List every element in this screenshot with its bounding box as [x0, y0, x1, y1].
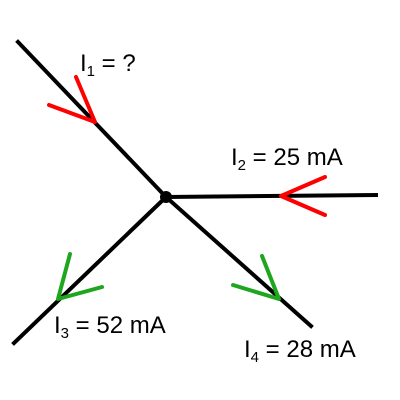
- label-i3-value: = 52 mA: [69, 312, 166, 339]
- label-i3-subscript: 3: [60, 325, 70, 342]
- arrow-i2: [279, 175, 327, 217]
- label-i2-symbol: I: [231, 144, 238, 171]
- label-i4-symbol: I: [244, 336, 251, 363]
- label-i4-value: = 28 mA: [259, 336, 356, 363]
- wire-i2: [163, 192, 379, 200]
- junction-node: [160, 191, 172, 203]
- arrow-i4: [231, 254, 281, 301]
- label-i1-symbol: I: [80, 50, 87, 77]
- wire-i3: [11, 194, 169, 346]
- label-i4: I4 = 28 mA: [244, 336, 356, 366]
- arrow-i1: [47, 75, 97, 124]
- label-i1: I1 = ?: [80, 50, 136, 80]
- label-i2-subscript: 2: [237, 157, 247, 174]
- label-i1-subscript: 1: [86, 63, 96, 80]
- label-i3: I3 = 52 mA: [54, 312, 166, 342]
- label-i3-symbol: I: [54, 312, 61, 339]
- label-i4-subscript: 4: [250, 349, 260, 366]
- arrow-i3: [56, 252, 104, 301]
- label-i2-value: = 25 mA: [246, 144, 343, 171]
- label-i1-value: = ?: [95, 50, 136, 77]
- wire-i4: [163, 194, 314, 329]
- label-i2: I2 = 25 mA: [231, 144, 343, 174]
